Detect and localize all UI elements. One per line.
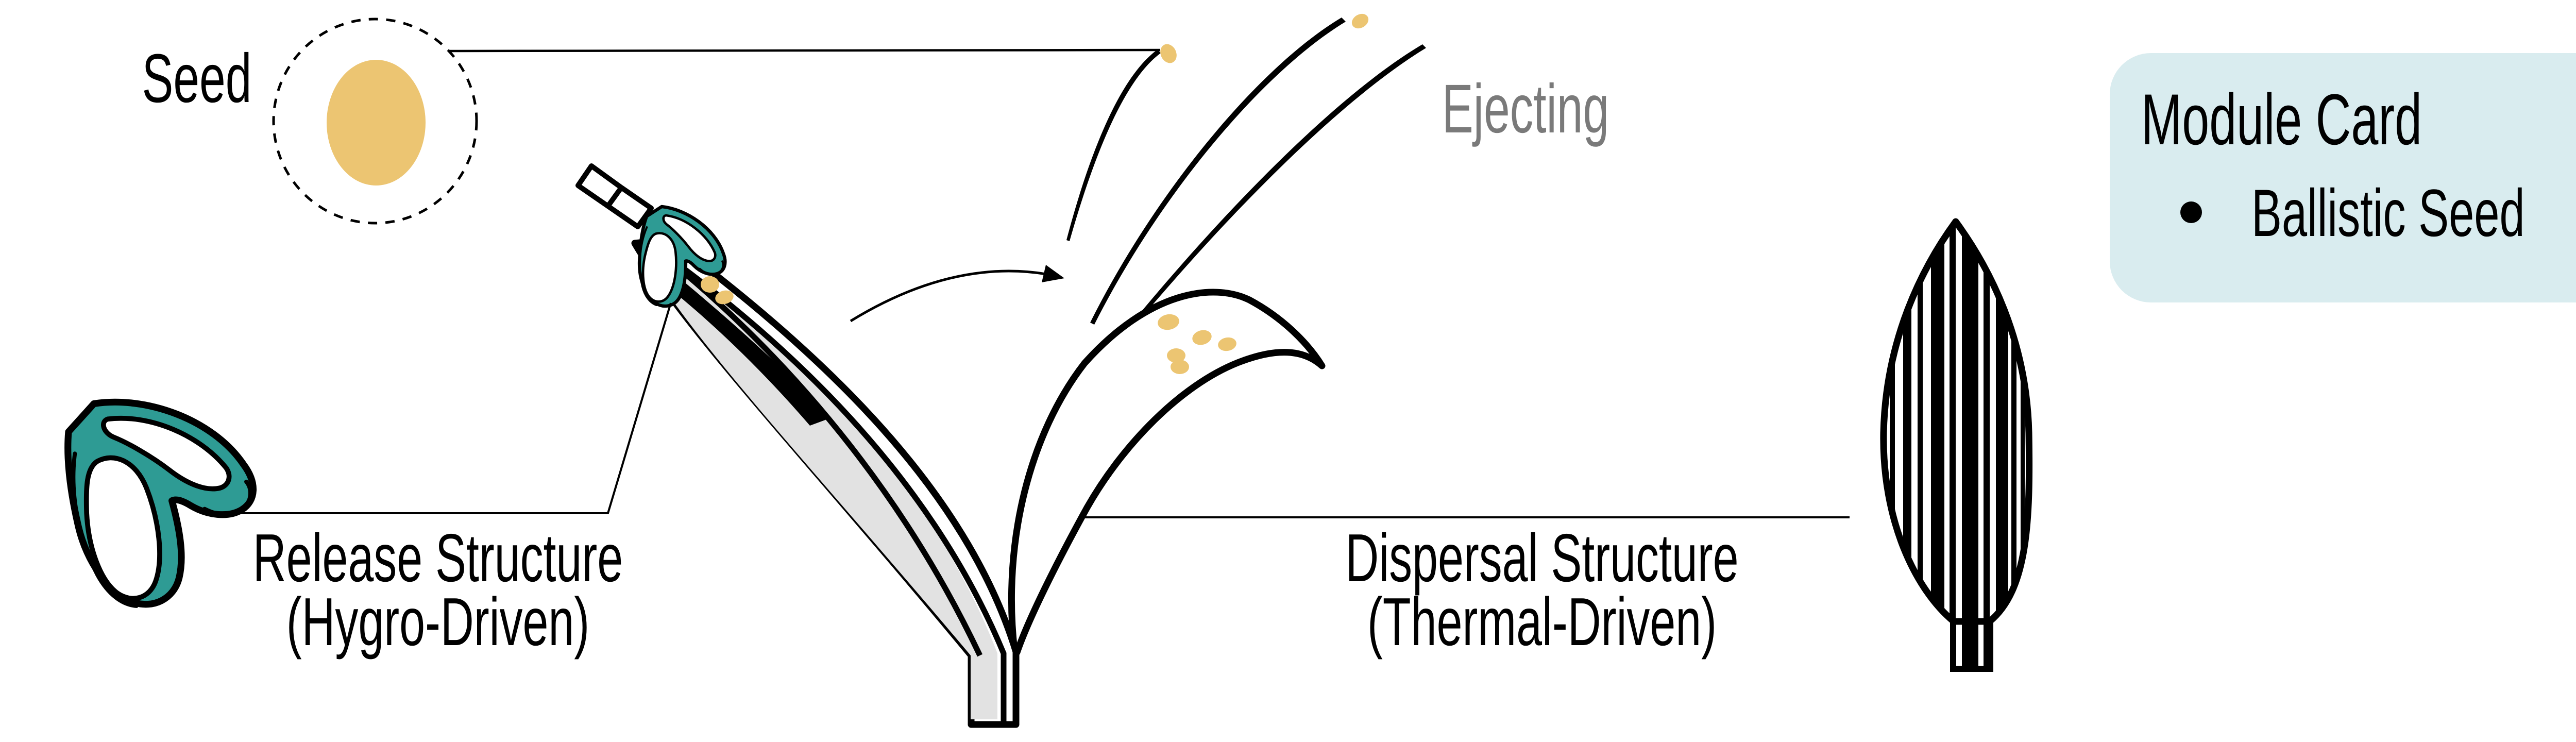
seed-label: Seed [142,40,252,117]
flying-seed-2 [1351,13,1369,29]
striped-leaf-stripes [1890,222,2025,669]
awn-vein-1 [643,239,982,657]
flying-seeds [1160,13,1369,63]
awn-blade-gray-band [639,244,997,719]
leaf-stripe [2011,222,2016,669]
release-structure-large [68,402,253,606]
leaf-stripe [1984,222,1990,669]
release-callout-line [238,302,672,514]
trajectory-curves [1066,18,1426,330]
trajectory-curve-2 [1090,18,1346,325]
dispersal-label-line2: (Thermal-Driven) [1367,584,1717,660]
ejecting-group: Ejecting [1066,13,1609,330]
blade-seeds [701,276,734,305]
leaf-seed-2 [1192,330,1212,345]
awn-vein-wedge [665,272,829,426]
striped-leaf-stem-outline [1950,618,1993,672]
ejecting-label: Ejecting [1442,71,1609,148]
seed-kernel [327,60,426,185]
blade-seed-1 [701,276,719,293]
trajectory-curve-1 [1066,49,1161,241]
leaf-stripe [1918,222,1923,669]
release-label-line2: (Hygro-Driven) [286,584,589,660]
plant-group [575,163,1326,728]
leaf-stripe [1890,222,1895,669]
module-card-item: Ballistic Seed [2251,175,2525,250]
leaf-seed-4 [1167,348,1185,363]
dispersal-label-group: Dispersal Structure (Thermal-Driven) [1082,516,1850,660]
leaf-stripe [1903,222,1911,669]
seed-callout-line [448,48,1161,53]
dispersal-label-line1: Dispersal Structure [1345,520,1738,596]
module-card-background [2110,53,2576,302]
module-card-title: Module Card [2141,80,2422,160]
release-label-line1: Release Structure [253,520,623,596]
leaf-seeds [1158,314,1236,374]
module-card: Module Card Ballistic Seed [2110,53,2576,302]
leaf-stripe [1931,222,1944,669]
blade-seed-2 [715,290,734,305]
leaf-stripe [1950,222,1956,669]
ejection-arc-arrow [850,269,1058,323]
seed-kernel-group [327,60,426,185]
bullet-icon [2180,201,2202,223]
leaf-stripe [1962,222,1978,669]
seed-capsule-dotted-circle [272,18,478,225]
leaf-seed-3 [1218,337,1236,351]
blade-tip-cap [575,163,654,229]
dispersal-leaf [1008,289,1326,656]
flying-seed-1 [1160,44,1177,63]
ejection-arrow-head [1042,265,1064,282]
seed-capsule-group: Seed [142,18,1161,225]
leaf-stripe [2021,222,2025,669]
striped-leaf-group [1880,218,2033,672]
leaf-seed-5 [1171,360,1189,374]
release-structure-group: Release Structure (Hygro-Driven) [68,302,672,660]
leaf-seed-1 [1158,314,1179,330]
